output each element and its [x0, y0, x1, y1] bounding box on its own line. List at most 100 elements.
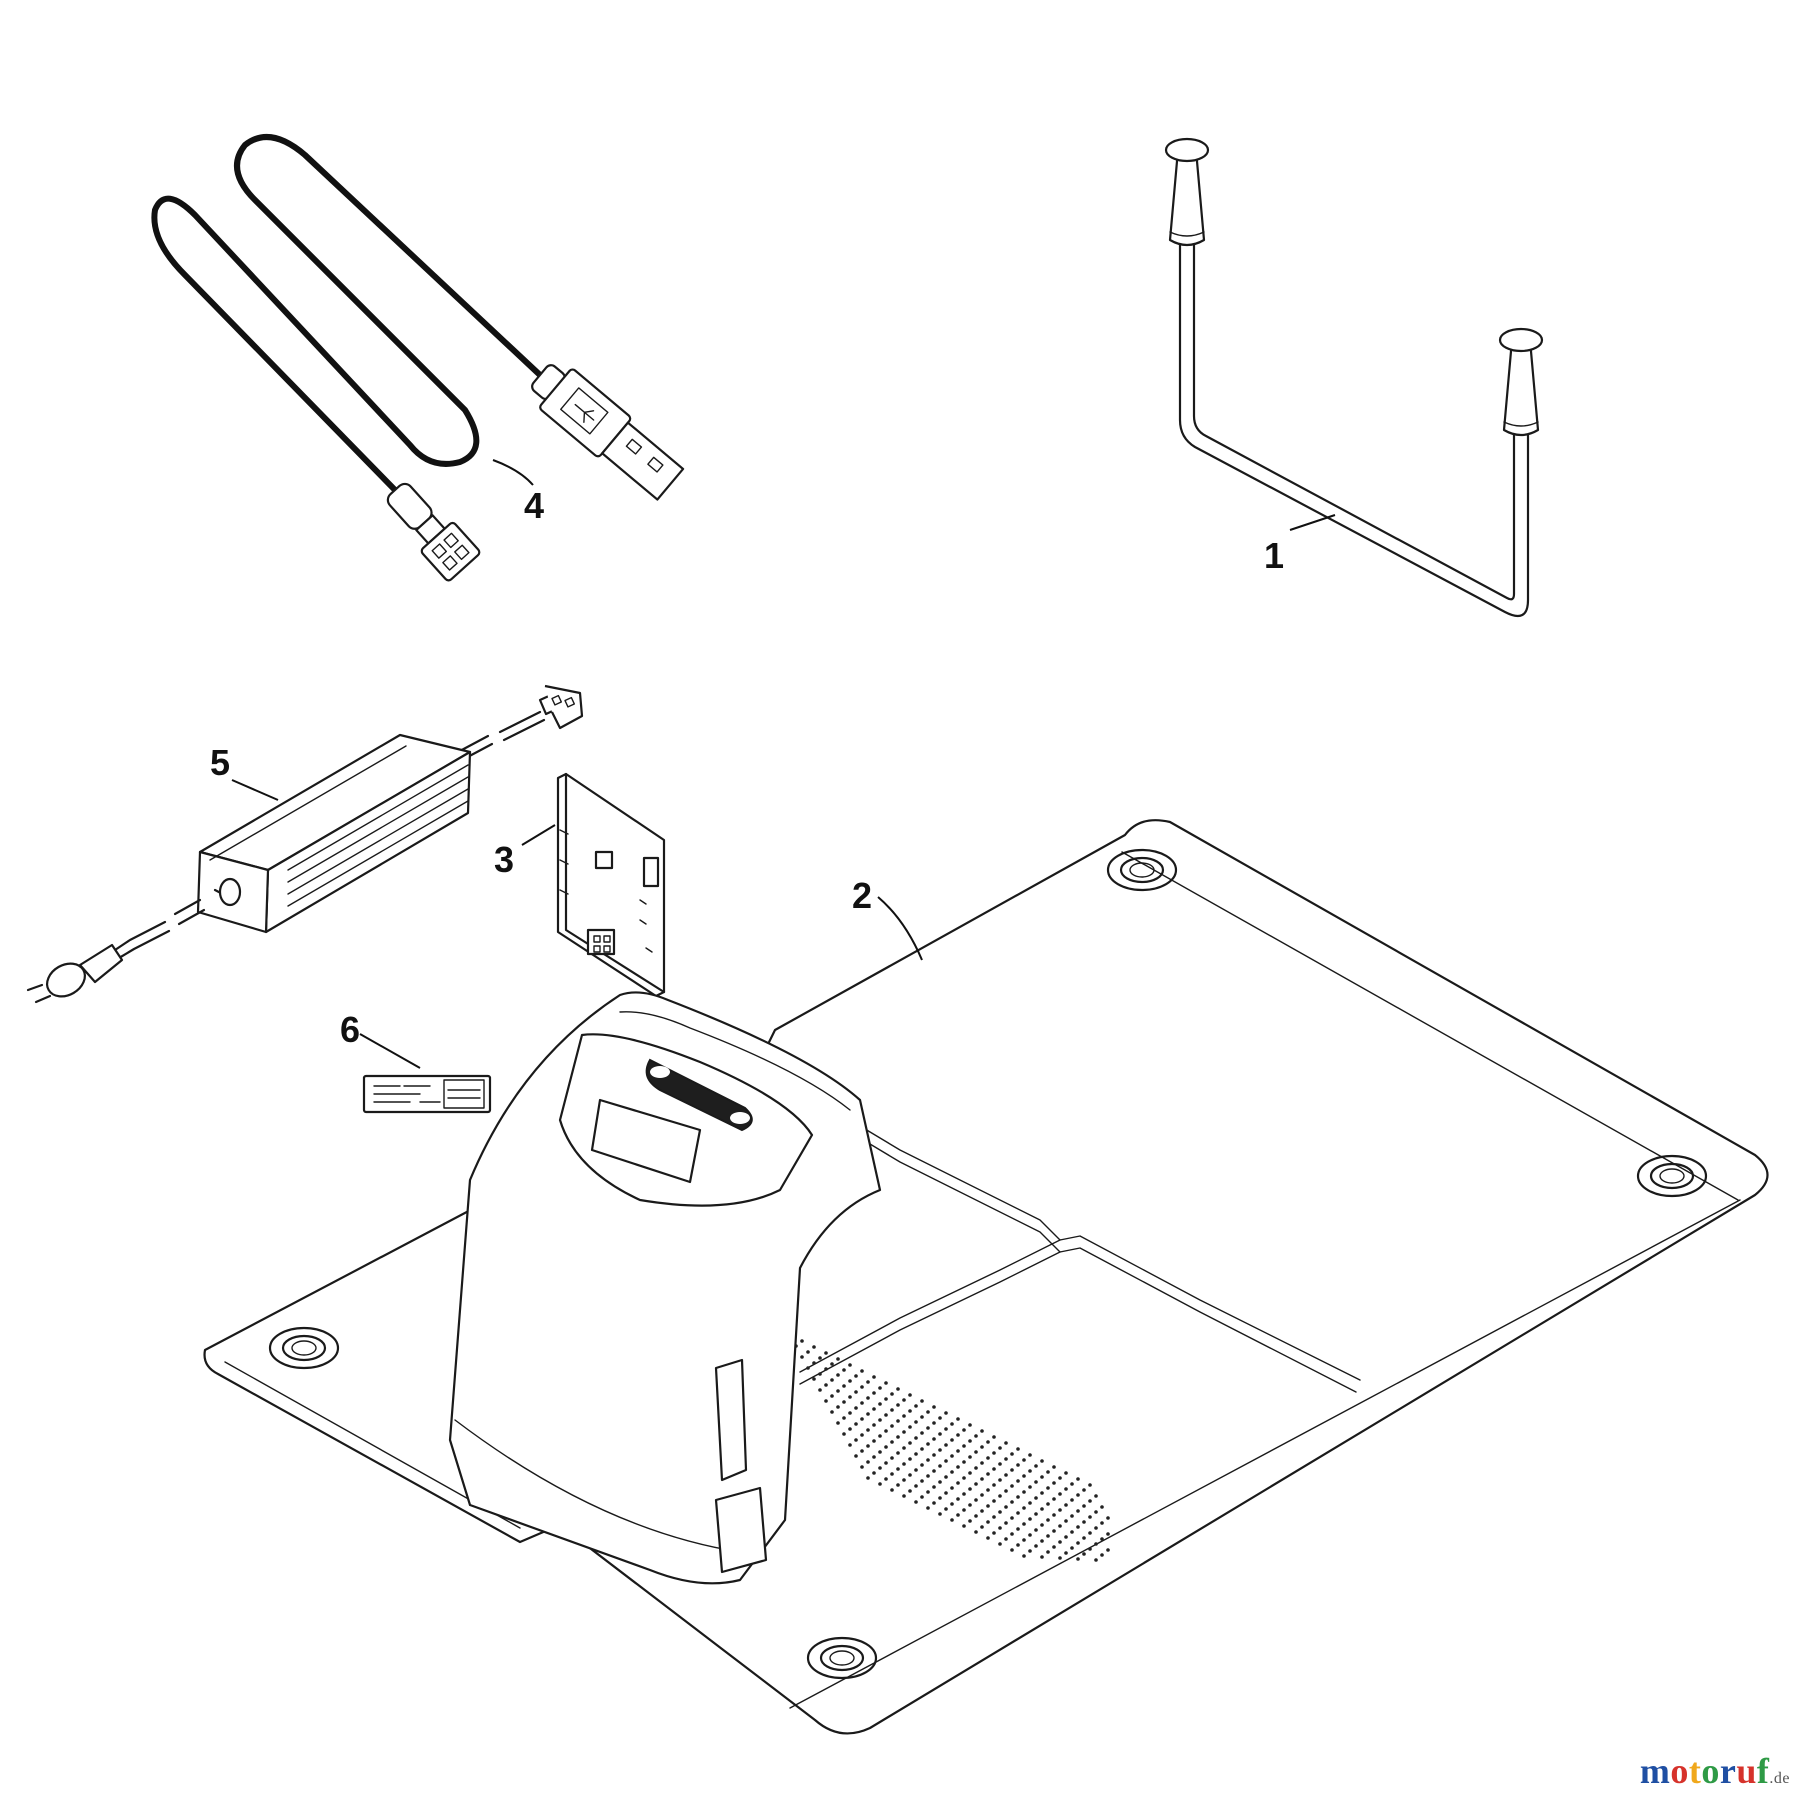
grip-dot	[992, 1467, 996, 1471]
grip-dot	[878, 1466, 882, 1470]
grip-dot	[1064, 1519, 1068, 1523]
grip-dot	[884, 1445, 888, 1449]
grip-dot	[998, 1446, 1002, 1450]
grip-dot	[944, 1491, 948, 1495]
grip-dot	[1082, 1536, 1086, 1540]
grip-dot	[890, 1472, 894, 1476]
grip-dot	[932, 1469, 936, 1473]
grip-dot	[920, 1479, 924, 1483]
grip-dot	[1058, 1508, 1062, 1512]
grip-dot	[872, 1375, 876, 1379]
part-6-label-sticker	[362, 1074, 492, 1114]
grip-dot	[824, 1367, 828, 1371]
grip-dot	[884, 1381, 888, 1385]
grip-dot	[1070, 1498, 1074, 1502]
grip-dot	[1052, 1497, 1056, 1501]
grip-dot	[980, 1525, 984, 1529]
grip-dot	[836, 1389, 840, 1393]
grip-dot	[1016, 1511, 1020, 1515]
grip-dot	[884, 1413, 888, 1417]
grip-dot	[1094, 1510, 1098, 1514]
grip-dot	[986, 1504, 990, 1508]
grip-dot	[860, 1369, 864, 1373]
grip-dot	[926, 1426, 930, 1430]
grip-dot	[986, 1536, 990, 1540]
label-3: 3	[494, 839, 514, 880]
grip-dot	[944, 1507, 948, 1511]
grip-dot	[926, 1474, 930, 1478]
grip-dot	[914, 1484, 918, 1488]
grip-dot	[950, 1470, 954, 1474]
grip-dot	[1046, 1486, 1050, 1490]
mounting-holes	[268, 848, 1708, 1680]
grip-dot	[1094, 1494, 1098, 1498]
grip-dot	[914, 1404, 918, 1408]
grip-dot	[866, 1428, 870, 1432]
grip-dot	[854, 1374, 858, 1378]
grip-dot	[1004, 1505, 1008, 1509]
grip-dot	[992, 1515, 996, 1519]
grip-dot	[824, 1383, 828, 1387]
grip-dot	[1040, 1539, 1044, 1543]
grip-dot	[1016, 1463, 1020, 1467]
grip-dot	[884, 1461, 888, 1465]
grip-dot	[968, 1471, 972, 1475]
part-4-usb-cable	[151, 134, 685, 582]
grip-dot	[968, 1519, 972, 1523]
grip-dot	[830, 1410, 834, 1414]
grip-dot	[800, 1339, 804, 1343]
grip-dot	[974, 1482, 978, 1486]
grip-dot	[1022, 1474, 1026, 1478]
grip-dot	[992, 1499, 996, 1503]
grip-dot	[896, 1483, 900, 1487]
grip-dot	[860, 1417, 864, 1421]
grip-dot	[1010, 1516, 1014, 1520]
grip-dot	[998, 1462, 1002, 1466]
grip-dot	[878, 1434, 882, 1438]
grip-dot	[1076, 1541, 1080, 1545]
grip-dot	[1076, 1477, 1080, 1481]
grip-dot	[992, 1451, 996, 1455]
grip-dot	[866, 1412, 870, 1416]
grip-dot	[1082, 1520, 1086, 1524]
grip-dot	[1088, 1499, 1092, 1503]
grip-dot	[974, 1434, 978, 1438]
grip-dot	[1022, 1538, 1026, 1542]
label-1: 1	[1264, 535, 1284, 576]
grip-dot	[914, 1452, 918, 1456]
grip-dot	[842, 1368, 846, 1372]
grip-dot	[1058, 1476, 1062, 1480]
grip-dot	[1064, 1535, 1068, 1539]
grip-dot	[1082, 1488, 1086, 1492]
grip-dot	[824, 1351, 828, 1355]
grip-dot	[920, 1399, 924, 1403]
grip-dot	[962, 1460, 966, 1464]
grip-dot	[1064, 1471, 1068, 1475]
grip-dot	[842, 1400, 846, 1404]
grip-dot	[1004, 1441, 1008, 1445]
grip-dot	[920, 1495, 924, 1499]
grip-dot	[956, 1465, 960, 1469]
grip-dot	[1106, 1516, 1110, 1520]
grip-dot	[866, 1476, 870, 1480]
grip-dot	[920, 1463, 924, 1467]
grip-dot	[836, 1405, 840, 1409]
grip-dot	[1040, 1523, 1044, 1527]
grip-dot	[1100, 1521, 1104, 1525]
grip-dot	[1076, 1557, 1080, 1561]
grip-dot	[1028, 1533, 1032, 1537]
grip-dot	[878, 1386, 882, 1390]
grip-dot	[1040, 1459, 1044, 1463]
grip-dot	[950, 1486, 954, 1490]
grip-dot	[896, 1387, 900, 1391]
grip-dot	[968, 1487, 972, 1491]
grip-dot	[884, 1429, 888, 1433]
leader-6	[359, 1033, 421, 1069]
grip-dot	[1082, 1504, 1086, 1508]
grip-dot	[1022, 1554, 1026, 1558]
grip-dot	[1022, 1522, 1026, 1526]
grip-dot	[998, 1510, 1002, 1514]
grip-dot	[980, 1477, 984, 1481]
grip-dot	[800, 1355, 804, 1359]
grip-dot	[896, 1467, 900, 1471]
